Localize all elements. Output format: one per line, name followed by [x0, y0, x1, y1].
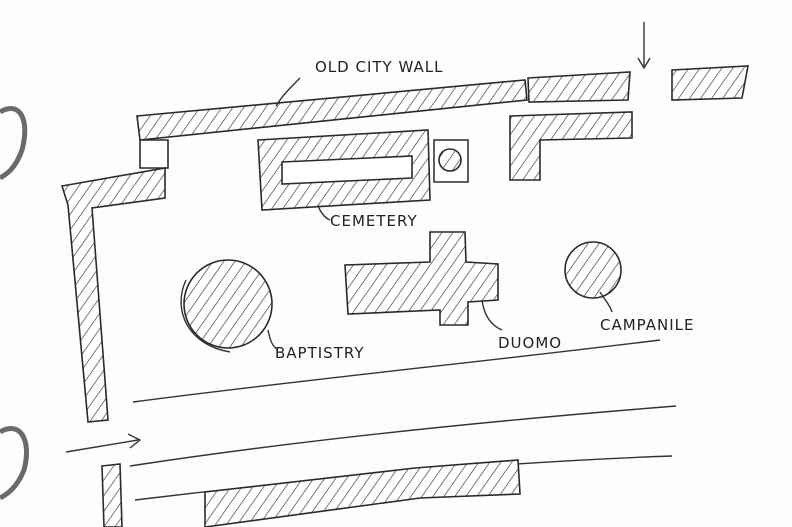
label-baptistry: BAPTISTRY [275, 344, 365, 362]
label-old-city-wall: OLD CITY WALL [315, 58, 443, 76]
binder-ring-bottom [0, 426, 29, 501]
wall-leader [275, 77, 301, 107]
old-city-wall [60, 65, 749, 423]
label-duomo: DUOMO [498, 334, 562, 352]
campanile [564, 241, 622, 299]
baptistry [180, 259, 273, 353]
binder-ring-top [0, 106, 28, 181]
arrow-north [637, 22, 651, 70]
label-cemetery: CEMETERY [330, 212, 418, 230]
arrow-east [65, 433, 142, 453]
duomo [344, 231, 499, 326]
cemetery [257, 129, 469, 211]
label-campanile: CAMPANILE [600, 316, 695, 334]
bottom-buildings [101, 459, 521, 527]
